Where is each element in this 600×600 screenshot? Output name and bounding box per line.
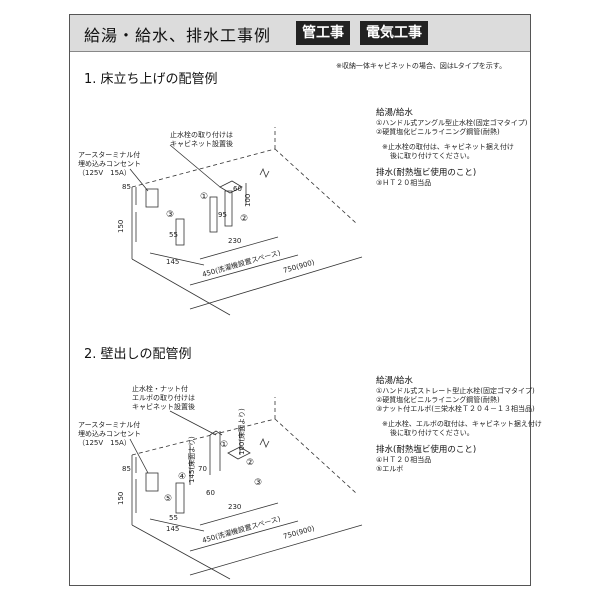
s2-marker-4: ④	[178, 472, 186, 482]
s2-dim-145-floor: 145(床面より)	[187, 436, 196, 483]
s1-outlet-label-2: 埋め込みコンセント	[78, 159, 141, 168]
cabinet-note: ※収納一体キャビネットの場合、図はLタイプを示す。	[336, 62, 507, 70]
s1-outlet-label-1: アースターミナル付	[78, 150, 140, 159]
s1-outlet-label-3: （125V 15A）	[78, 169, 131, 177]
section2-drawing: アースターミナル付 埋め込みコンセント （125V 15A） 止水栓・ナット付 …	[78, 384, 363, 580]
s2-dim-70: 70	[198, 465, 207, 473]
s2-dim-150: 150	[117, 492, 125, 505]
s2-dim-750: 750(900)	[282, 524, 315, 541]
s2-dim-450: 450(洗濯機設置スペース)	[201, 514, 282, 545]
s1-dim-150: 150	[117, 220, 125, 233]
s1-marker-1: ①	[200, 192, 208, 202]
s2-supply-item-1: ①ハンドル式ストレート型止水栓(固定ゴマタイプ)	[376, 387, 535, 395]
s1-dim-145: 145	[166, 258, 179, 266]
spec-sheet: 給湯・給水、排水工事例 管工事 電気工事 ※収納一体キャビネットの場合、図はLタ…	[69, 14, 542, 586]
s2-outlet-label-2: 埋め込みコンセント	[78, 429, 141, 438]
s2-supply-item-2: ②硬質塩化ビニルライニング鋼管(耐熱)	[376, 396, 500, 404]
s2-supply-item-3: ③ナット付エルボ(三栄水栓Ｔ２０４－１３相当品)	[376, 405, 535, 413]
s2-supply-note-1: ※止水栓、エルボの取付は、キャビネット据え付け	[382, 420, 542, 428]
s1-dim-85: 85	[122, 183, 131, 191]
s2-drain-item-2: ⑤エルボ	[376, 465, 404, 473]
s1-supply-note-2: 後に取り付けてください。	[390, 152, 474, 160]
s1-drain-heading: 排水(耐熱塩ビ使用のこと)	[376, 168, 477, 178]
tag-plumbing: 管工事	[296, 21, 350, 45]
s2-supply-heading: 給湯/給水	[376, 376, 413, 386]
page-title: 給湯・給水、排水工事例	[84, 26, 272, 45]
s2-dim-60: 60	[206, 489, 215, 497]
s2-marker-2: ②	[246, 458, 254, 468]
s2-drain-heading: 排水(耐熱塩ビ使用のこと)	[376, 445, 477, 455]
section1-drawing: アースターミナル付 埋め込みコンセント （125V 15A） 止水栓の取り付けは…	[78, 127, 363, 316]
section2-legend: 給湯/給水 ①ハンドル式ストレート型止水栓(固定ゴマタイプ) ②硬質塩化ビニルラ…	[376, 375, 542, 474]
s2-valve-label-1: 止水栓・ナット付	[132, 384, 188, 393]
s2-dim-85: 85	[122, 465, 131, 473]
s1-dim-95: 95	[218, 211, 227, 219]
s2-marker-3: ③	[254, 478, 262, 488]
s1-marker-3: ③	[166, 210, 174, 220]
s1-dim-230: 230	[228, 237, 241, 245]
s2-drain-item-1: ④ＨＴ２０相当品	[376, 456, 432, 464]
s1-valve-label-1: 止水栓の取り付けは	[170, 130, 233, 139]
header-bar: 給湯・給水、排水工事例 管工事 電気工事	[70, 15, 530, 52]
s1-supply-item-2: ②硬質塩化ビニルライニング鋼管(耐熱)	[376, 128, 500, 136]
tag-electrical: 電気工事	[360, 21, 428, 45]
s1-dim-100: 100	[244, 194, 252, 207]
s1-marker-2: ②	[240, 214, 248, 224]
s2-marker-5: ⑤	[164, 494, 172, 504]
s1-dim-60: 60	[233, 185, 242, 193]
section1-title: 1. 床立ち上げの配管例	[84, 72, 218, 87]
s1-dim-450: 450(洗濯機設置スペース)	[201, 248, 282, 279]
s2-valve-label-2: エルボの取り付けは	[132, 393, 195, 402]
s1-dim-55: 55	[169, 231, 178, 239]
s1-supply-note-1: ※止水栓の取付は、キャビネット据え付け	[382, 143, 514, 151]
s2-outlet-label-1: アースターミナル付	[78, 420, 140, 429]
section1-legend: 給湯/給水 ①ハンドル式アングル型止水栓(固定ゴマタイプ) ②硬質塩化ビニルライ…	[376, 107, 527, 188]
s1-supply-item-1: ①ハンドル式アングル型止水栓(固定ゴマタイプ)	[376, 119, 528, 127]
s1-supply-heading: 給湯/給水	[376, 108, 413, 118]
s2-dim-100-floor: 100(床面より)	[237, 408, 246, 455]
s1-valve-label-2: キャビネット設置後	[170, 139, 233, 148]
s2-dim-145: 145	[166, 525, 179, 533]
s2-supply-note-2: 後に取り付けてください。	[390, 429, 474, 437]
s2-marker-1: ①	[220, 440, 228, 450]
s1-drain-item-1: ③ＨＴ２０相当品	[376, 179, 432, 187]
s2-dim-55: 55	[169, 514, 178, 522]
s2-dim-230: 230	[228, 503, 241, 511]
s2-valve-label-3: キャビネット設置後	[132, 402, 195, 411]
s2-outlet-label-3: （125V 15A）	[78, 439, 131, 447]
section2-title: 2. 壁出しの配管例	[84, 347, 192, 362]
